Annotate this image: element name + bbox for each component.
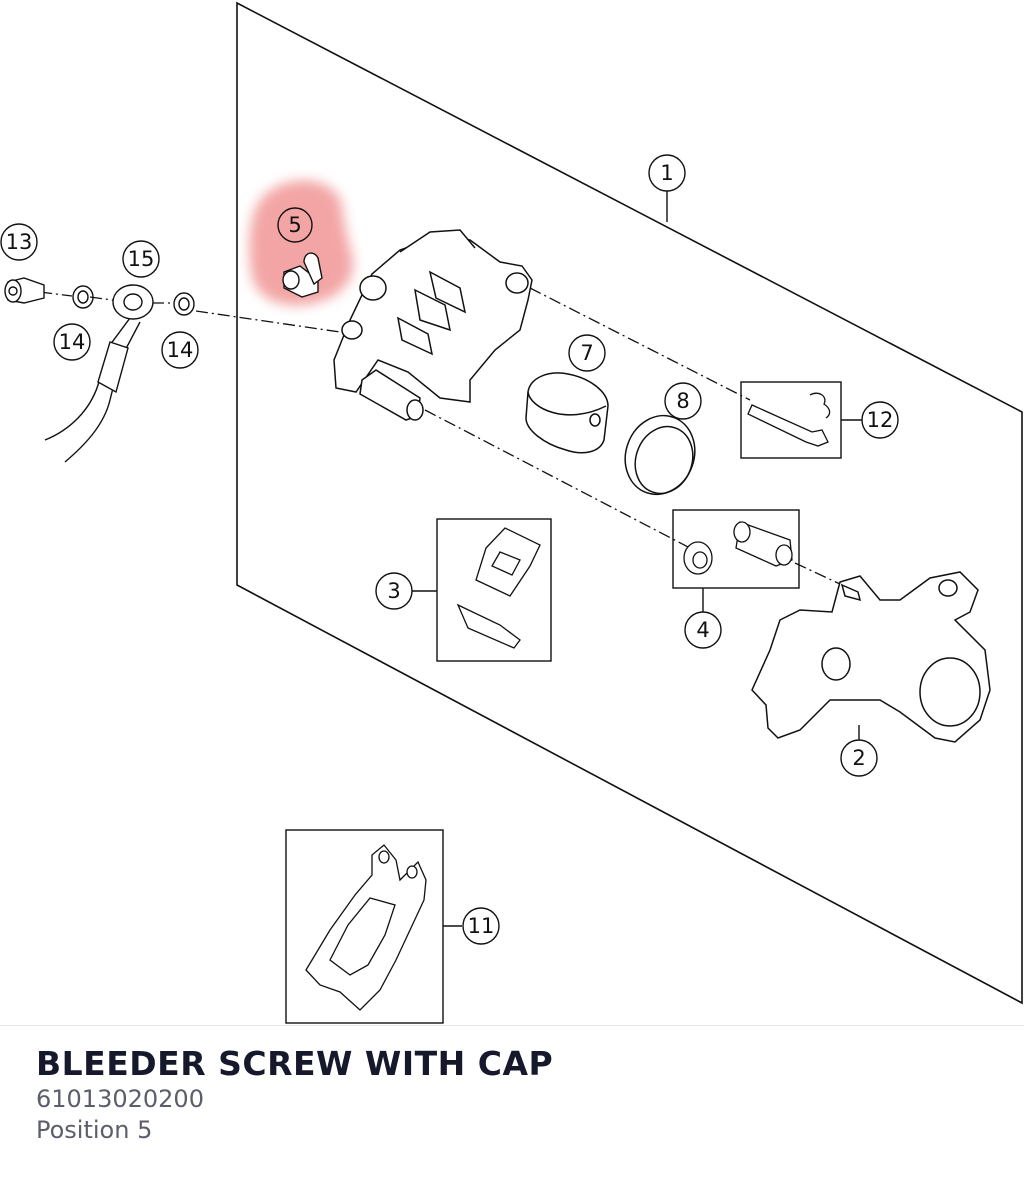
brake-line-part[interactable] — [44, 284, 154, 463]
callout-14-right[interactable]: 14 — [161, 331, 199, 369]
svg-text:7: 7 — [580, 341, 593, 365]
svg-text:2: 2 — [852, 746, 865, 770]
bleeder-screw-part[interactable] — [282, 252, 323, 298]
pin-kit-box[interactable] — [740, 381, 842, 459]
seal-ring-part[interactable] — [614, 406, 705, 504]
callout-13[interactable]: 13 — [0, 223, 38, 261]
bushing-kit-box[interactable] — [672, 509, 800, 589]
brake-pad-box[interactable] — [285, 829, 444, 1024]
assembly-panel-outline — [236, 1, 1023, 1005]
svg-text:15: 15 — [128, 247, 155, 271]
piston-part[interactable] — [525, 372, 609, 454]
callout-3[interactable]: 3 — [375, 572, 413, 610]
washer-part-left[interactable] — [72, 285, 94, 309]
callout-8[interactable]: 8 — [664, 382, 702, 420]
callout-15[interactable]: 15 — [122, 240, 160, 278]
callout-5[interactable]: 5 — [277, 207, 313, 243]
caliper-housing-part[interactable] — [333, 229, 533, 421]
callout-12[interactable]: 12 — [861, 401, 899, 439]
section-divider — [0, 1025, 1024, 1026]
part-name: BLEEDER SCREW WITH CAP — [36, 1044, 554, 1083]
svg-text:13: 13 — [6, 230, 33, 254]
exploded-parts-diagram: 1 2 3 4 5 7 8 11 12 13 14 14 — [0, 1, 1023, 1024]
banjo-bolt-part[interactable] — [4, 277, 45, 304]
svg-text:5: 5 — [288, 213, 301, 237]
svg-text:1: 1 — [660, 161, 673, 185]
part-info-panel: BLEEDER SCREW WITH CAP 61013020200 Posit… — [36, 1044, 553, 1146]
callout-1[interactable]: 1 — [648, 154, 686, 192]
pad-spring-box[interactable] — [436, 518, 552, 662]
axis-lines — [39, 287, 841, 585]
callout-4[interactable]: 4 — [684, 611, 722, 649]
selected-part-highlight[interactable] — [249, 180, 354, 306]
pad-spring-part[interactable] — [456, 527, 541, 649]
brake-pad-part[interactable] — [305, 844, 427, 1011]
slide-pin-part[interactable] — [747, 392, 831, 447]
part-position: Position 5 — [36, 1116, 153, 1144]
caliper-bracket-part[interactable] — [751, 571, 991, 743]
callout-14-left[interactable]: 14 — [53, 323, 91, 361]
svg-text:8: 8 — [676, 389, 689, 413]
svg-text:3: 3 — [387, 579, 400, 603]
leader-lines — [412, 191, 862, 927]
svg-text:14: 14 — [59, 330, 86, 354]
svg-text:11: 11 — [468, 914, 495, 938]
part-number: 61013020200 — [36, 1085, 204, 1113]
callout-2[interactable]: 2 — [840, 739, 878, 777]
svg-text:14: 14 — [167, 338, 194, 362]
bushing-part[interactable] — [683, 521, 793, 575]
washer-part-right[interactable] — [173, 292, 195, 316]
svg-text:4: 4 — [696, 618, 709, 642]
svg-text:12: 12 — [867, 408, 894, 432]
callout-7[interactable]: 7 — [568, 334, 606, 372]
callout-11[interactable]: 11 — [462, 907, 500, 945]
